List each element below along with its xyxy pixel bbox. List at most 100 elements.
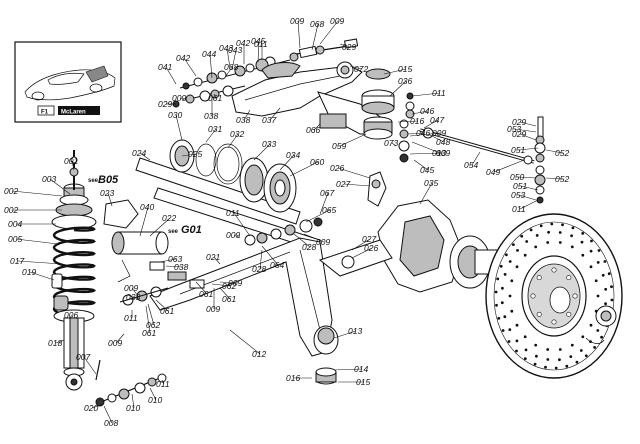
part-callout-001: 001 [64,156,78,166]
part-callout-041: 041 [158,62,172,72]
callout-leader-line [145,305,151,334]
callout-leader-line [411,110,429,115]
part-callout-016: 016 [286,373,300,383]
part-callout-013: 013 [348,326,362,336]
upper-ball-joint [361,68,415,163]
callout-leader-line [313,123,321,131]
part-callout-061: 061 [160,306,174,316]
part-callout-061: 061 [199,289,213,299]
callout-leader-line [383,68,407,75]
callout-leader-line [155,299,169,312]
callout-leader-line [181,153,197,157]
part-callout-011: 011 [226,208,240,218]
callout-leader-line [351,238,371,251]
callout-leader-line [209,53,213,79]
callout-leader-line [83,356,97,375]
mclaren-logo: F1 McLaren [37,105,100,116]
callout-leader-line [213,256,221,265]
part-callout-061: 061 [222,294,236,304]
callout-leader-line [149,387,157,401]
callout-leader-line [11,190,63,197]
part-callout-034: 034 [286,150,300,160]
part-callout-003: 003 [42,174,56,184]
part-callout-028: 028 [302,242,316,252]
callout-leader-line [69,314,73,319]
part-callout-017: 017 [10,256,24,266]
part-callout-053: 053 [507,124,521,134]
part-callout-062: 062 [146,320,160,330]
part-callout-009: 009 [316,237,330,247]
callout-leader-line [297,20,301,49]
part-callout-059: 059 [332,141,346,151]
callout-leader-line [115,333,125,344]
callout-leader-line [29,271,55,281]
part-callout-073: 073 [384,138,398,148]
part-callout-027: 027 [362,234,376,244]
svg-text:G01: G01 [181,224,202,236]
part-callout-021: 021 [206,252,220,262]
callout-leader-line [411,92,441,97]
part-callout-031: 031 [208,124,222,134]
callout-leader-line [339,43,351,48]
callout-leader-line [147,303,155,326]
part-callout-042: 042 [176,53,190,63]
part-callout-011: 011 [432,88,446,98]
part-callout-029: 029 [158,99,172,109]
part-callout-023: 023 [100,188,114,198]
svg-text:F1: F1 [41,110,49,116]
part-callout-050: 050 [510,172,524,182]
callout-leader-line [15,238,59,245]
part-callout-015: 015 [398,64,412,74]
part-callout-009: 009 [330,16,344,26]
part-callout-026: 026 [364,243,378,253]
callout-leader-line [518,194,537,201]
callout-leader-line [520,185,539,191]
part-callout-046: 046 [420,106,434,116]
part-callout-051: 051 [513,181,527,191]
part-callout-066: 066 [306,125,320,135]
part-callout-009: 009 [436,148,450,158]
part-callout-011: 011 [254,39,268,49]
callout-leader-line [165,265,183,268]
callout-leader-line [229,329,261,355]
part-callout-068: 068 [224,62,238,72]
part-callout-033: 033 [262,139,276,149]
callout-leader-line [195,281,208,295]
part-callout-002: 002 [4,205,18,215]
callout-leader-line [165,66,177,85]
part-callout-024: 024 [132,148,146,158]
callout-leader-line [219,281,237,284]
part-callout-038: 038 [126,292,140,302]
part-callout-009: 009 [172,93,186,103]
callout-leader-line [519,121,537,127]
callout-leader-line [259,249,263,270]
lower-left-bolts [95,359,167,407]
part-callout-032: 032 [230,129,244,139]
callout-leader-line [519,133,537,141]
track-rod [419,116,546,204]
callout-leader-line [55,339,65,344]
part-callout-046: 046 [416,128,430,138]
part-callout-010: 010 [148,395,162,405]
svg-text:B05: B05 [98,174,119,186]
callout-leader-line [175,114,183,141]
part-callout-036: 036 [398,76,412,86]
callout-leader-line [427,133,445,143]
part-callout-072: 072 [354,64,368,74]
part-callout-045: 045 [251,36,265,46]
part-callout-018: 018 [48,338,62,348]
part-callout-045: 045 [420,165,434,175]
part-callout-043: 043 [228,45,242,55]
part-callout-016: 016 [410,116,424,126]
callout-leader-line [233,234,241,239]
part-callout-064: 064 [270,260,284,270]
see-note-damper: see G01 [168,224,202,236]
callout-leader-line [279,154,295,171]
part-callout-011: 011 [156,379,170,389]
part-callout-042: 042 [236,38,250,48]
callout-leader-line [49,178,71,195]
callout-leader-line [269,107,281,121]
hub-nut [585,305,617,344]
callout-leader-line [139,152,151,161]
upright [318,171,463,293]
